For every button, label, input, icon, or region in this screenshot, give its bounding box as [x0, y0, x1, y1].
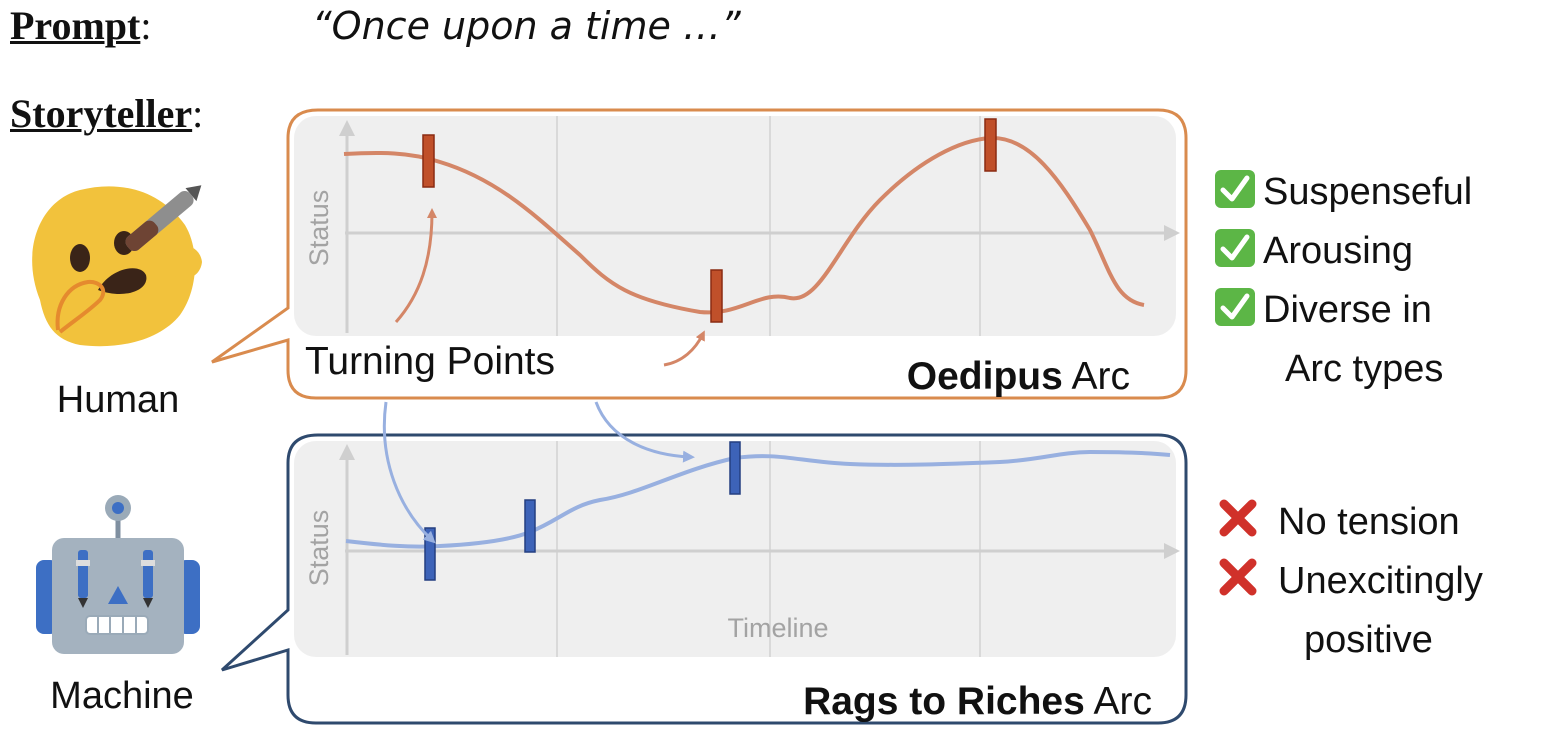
storyteller-colon: :: [192, 91, 204, 136]
human-arc-line: [343, 135, 1145, 315]
turning-point-blue-arrow: [594, 401, 695, 463]
trait-text: positive: [1304, 619, 1433, 661]
turning-points-annotation: Turning Points: [305, 340, 555, 383]
machine-arc-title: Rags to Riches Arc: [803, 680, 1152, 723]
human-gridlines: [556, 116, 981, 336]
human-chart-area: [294, 116, 1176, 336]
machine-turning-point-marker: [424, 527, 436, 581]
trait-item: Arc types: [1213, 343, 1472, 396]
prompt-colon: :: [140, 3, 152, 48]
check-icon: [1213, 284, 1263, 343]
hugging-face-with-pen-icon: [32, 185, 202, 347]
robot-eye-pen: [141, 550, 155, 608]
human-arc-title: Oedipus Arc: [907, 355, 1130, 398]
machine-traits-list: No tension Unexcitingly positive: [1216, 496, 1483, 667]
human-arc-suffix: Arc: [1063, 355, 1130, 398]
storyteller-heading: Storyteller:: [10, 90, 203, 137]
machine-chart-area: [294, 441, 1176, 657]
human-turning-point-marker: [710, 269, 723, 323]
cross-icon: [1216, 555, 1278, 614]
human-label: Human: [57, 379, 180, 421]
human-traits-list: Suspenseful Arousing Diverse in Arc type…: [1213, 166, 1472, 396]
machine-turning-point-marker: [524, 499, 536, 553]
machine-panel: Status Timeline Rags to Riches Arc: [220, 433, 1188, 725]
prompt-label: Prompt: [10, 3, 141, 48]
trait-text: Arousing: [1263, 230, 1413, 272]
prompt-heading: Prompt:: [10, 2, 151, 49]
trait-item: Suspenseful: [1213, 166, 1472, 225]
trait-item: Unexcitingly: [1216, 555, 1483, 614]
machine-arc-name: Rags to Riches: [803, 680, 1085, 723]
trait-text: No tension: [1278, 501, 1460, 543]
human-eye: [70, 244, 90, 272]
cross-icon: [1216, 496, 1278, 555]
storyteller-label: Storyteller: [10, 91, 193, 136]
trait-text: Diverse in: [1263, 289, 1432, 331]
trait-item: positive: [1216, 614, 1483, 667]
trait-item: Diverse in: [1213, 284, 1472, 343]
robot-with-pens-icon: [36, 495, 200, 654]
check-icon: [1213, 166, 1263, 225]
machine-axis-label: Status: [304, 510, 334, 587]
human-panel: Status Turning Points Oedipus Arc: [211, 108, 1188, 400]
machine-turning-point-marker: [729, 441, 741, 495]
machine-label: Machine: [50, 675, 194, 717]
turning-point-arrow: [394, 208, 437, 323]
trait-item: No tension: [1216, 496, 1483, 555]
machine-arc-suffix: Arc: [1085, 680, 1152, 723]
trait-text: Unexcitingly: [1278, 560, 1483, 602]
human-axis-label: Status: [304, 190, 334, 267]
prompt-text: “Once upon a time …”: [312, 4, 741, 48]
robot-eye-pen: [76, 550, 90, 608]
machine-timeline-label: Timeline: [727, 613, 828, 643]
check-icon: [1213, 225, 1263, 284]
human-arc-name: Oedipus: [907, 355, 1063, 398]
trait-text: Suspenseful: [1263, 171, 1473, 213]
turning-point-arrow: [663, 330, 705, 367]
trait-item: Arousing: [1213, 225, 1472, 284]
human-turning-point-marker: [422, 134, 435, 188]
machine-gridlines: [556, 441, 981, 657]
human-turning-point-marker: [984, 118, 997, 172]
turning-point-blue-arrow: [382, 401, 436, 544]
trait-text: Arc types: [1285, 348, 1444, 390]
